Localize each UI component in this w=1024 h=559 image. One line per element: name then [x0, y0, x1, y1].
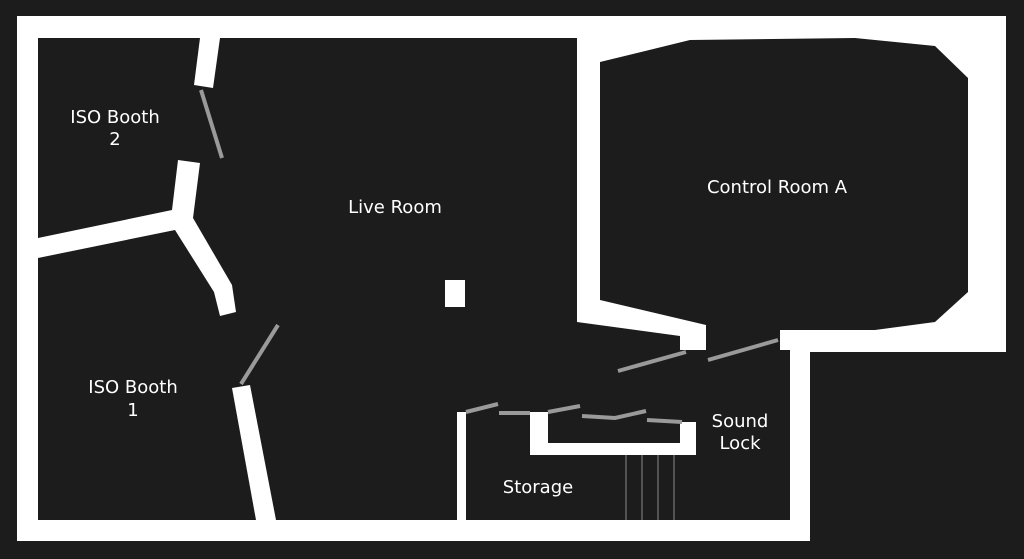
control-room-wall-block	[680, 325, 706, 350]
sound-lock-label-line2: Lock	[719, 433, 761, 454]
storage-door-1[interactable]	[465, 402, 499, 414]
iso-booth-1-label: ISO Booth	[88, 377, 177, 398]
iso-booth-2-wall-stub	[194, 38, 220, 88]
iso-booth-1-wall	[232, 385, 276, 520]
iso-booth-2-number: 2	[109, 129, 120, 150]
pillar	[445, 280, 465, 307]
live-room-floor	[38, 38, 790, 520]
iso-booth-divider-wall	[38, 160, 236, 316]
iso-booth-2-door[interactable]	[199, 89, 224, 159]
storage-label: Storage	[503, 477, 573, 498]
sound-lock-label-line1: Sound	[712, 411, 769, 432]
storage-door-3[interactable]	[547, 404, 581, 414]
live-room-label: Live Room	[348, 197, 442, 218]
control-room-floor	[600, 38, 968, 350]
control-room-a-label: Control Room A	[707, 177, 848, 198]
iso-booth-1-door[interactable]	[239, 323, 280, 386]
iso-booth-1-number: 1	[127, 400, 138, 421]
sound-lock-door[interactable]	[646, 418, 683, 424]
storage-left-wall	[457, 412, 466, 520]
storage-shelf-wall	[530, 412, 696, 455]
storage-door-4[interactable]	[581, 409, 647, 421]
control-room-door-left[interactable]	[617, 350, 687, 373]
iso-booth-2-label: ISO Booth	[70, 107, 159, 128]
control-room-door-right[interactable]	[707, 338, 779, 362]
